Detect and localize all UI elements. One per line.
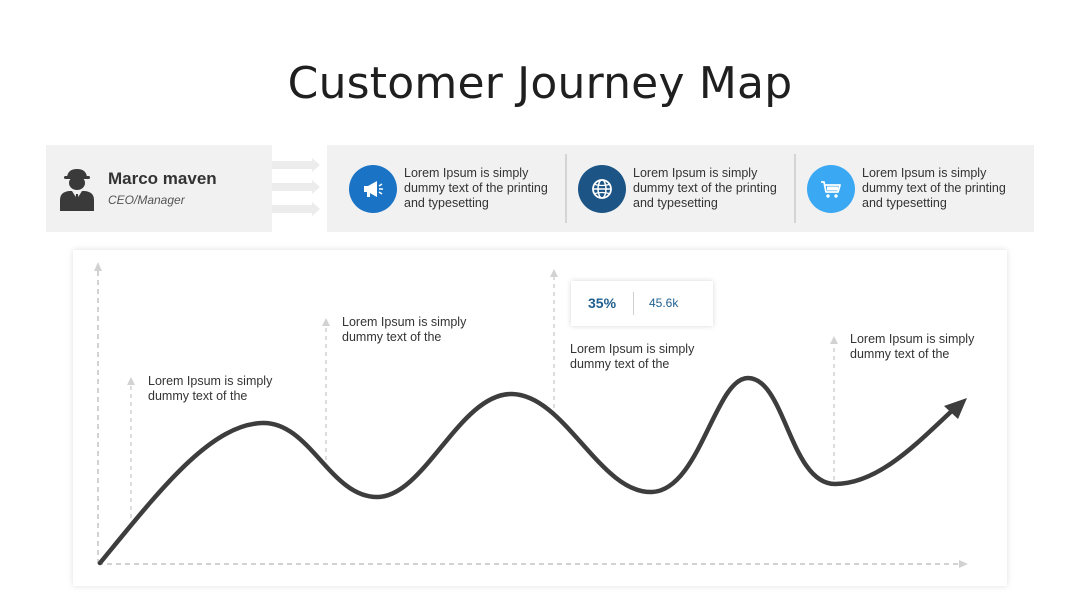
feature-item-3: Lorem Ipsum is simply dummy text of the … — [785, 145, 1015, 232]
divider — [794, 154, 796, 223]
journey-arrowhead — [944, 398, 967, 419]
stat-value: 45.6k — [649, 296, 679, 310]
guide-arrowhead — [550, 269, 558, 277]
cart-icon — [821, 181, 841, 198]
journey-note-4: Lorem Ipsum is simply dummy text of the — [850, 332, 975, 361]
guide-arrowhead — [127, 377, 135, 385]
feature-icon-badge — [807, 165, 855, 213]
stat-box: 35% 45.6k — [571, 281, 713, 326]
feature-text: Lorem Ipsum is simply dummy text of the … — [633, 166, 777, 210]
journey-curve — [97, 375, 958, 566]
page-title: Customer Journey Map — [287, 58, 793, 109]
journey-note-3: Lorem Ipsum is simply dummy text of the — [570, 342, 695, 371]
journey-panel — [73, 250, 1007, 586]
stat-percent: 35% — [588, 295, 617, 311]
axes — [97, 268, 962, 565]
guide-arrowhead — [322, 318, 330, 326]
feature-strip: Lorem Ipsum is simply dummy text of the … — [327, 145, 1034, 232]
person-icon — [60, 169, 94, 211]
feature-item-2: Lorem Ipsum is simply dummy text of the … — [556, 145, 786, 232]
profile-role: CEO/Manager — [108, 193, 185, 207]
megaphone-icon — [364, 181, 383, 197]
journey-note-2: Lorem Ipsum is simply dummy text of the — [342, 315, 467, 344]
feature-item-1: Lorem Ipsum is simply dummy text of the … — [327, 145, 557, 232]
feature-icon-badge — [349, 165, 397, 213]
y-axis-arrowhead — [94, 262, 102, 271]
connector-arrows — [272, 158, 320, 216]
globe-icon — [592, 179, 612, 199]
feature-text: Lorem Ipsum is simply dummy text of the … — [862, 166, 1006, 210]
journey-note-1: Lorem Ipsum is simply dummy text of the — [148, 374, 273, 403]
profile-card: Marco maven CEO/Manager — [46, 145, 272, 232]
profile-name: Marco maven — [108, 169, 217, 188]
stat-divider — [633, 292, 634, 315]
feature-text: Lorem Ipsum is simply dummy text of the … — [404, 166, 548, 210]
guide-arrowhead — [830, 336, 838, 344]
feature-icon-badge — [578, 165, 626, 213]
divider — [565, 154, 567, 223]
x-axis-arrowhead — [959, 560, 968, 568]
